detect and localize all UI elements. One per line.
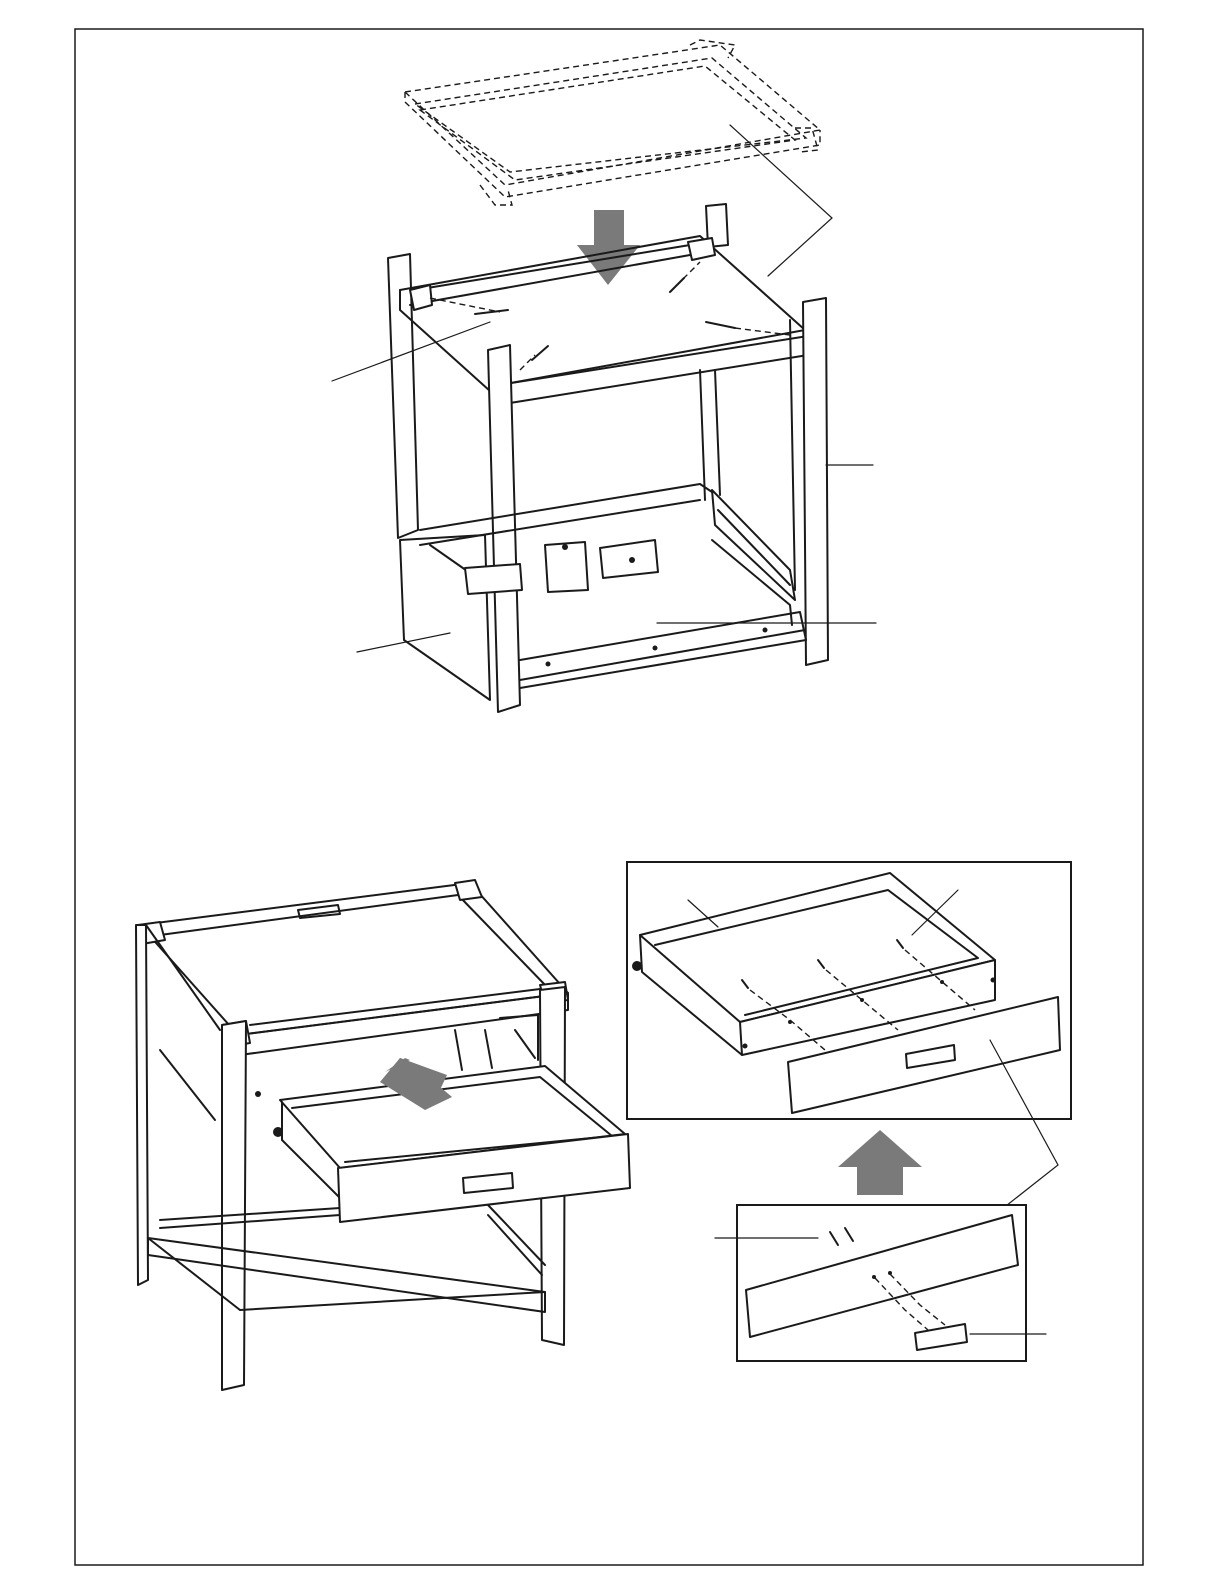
top-frame-dashed	[405, 40, 820, 205]
finished-table	[136, 880, 630, 1390]
up-arrow-icon	[838, 1130, 922, 1195]
